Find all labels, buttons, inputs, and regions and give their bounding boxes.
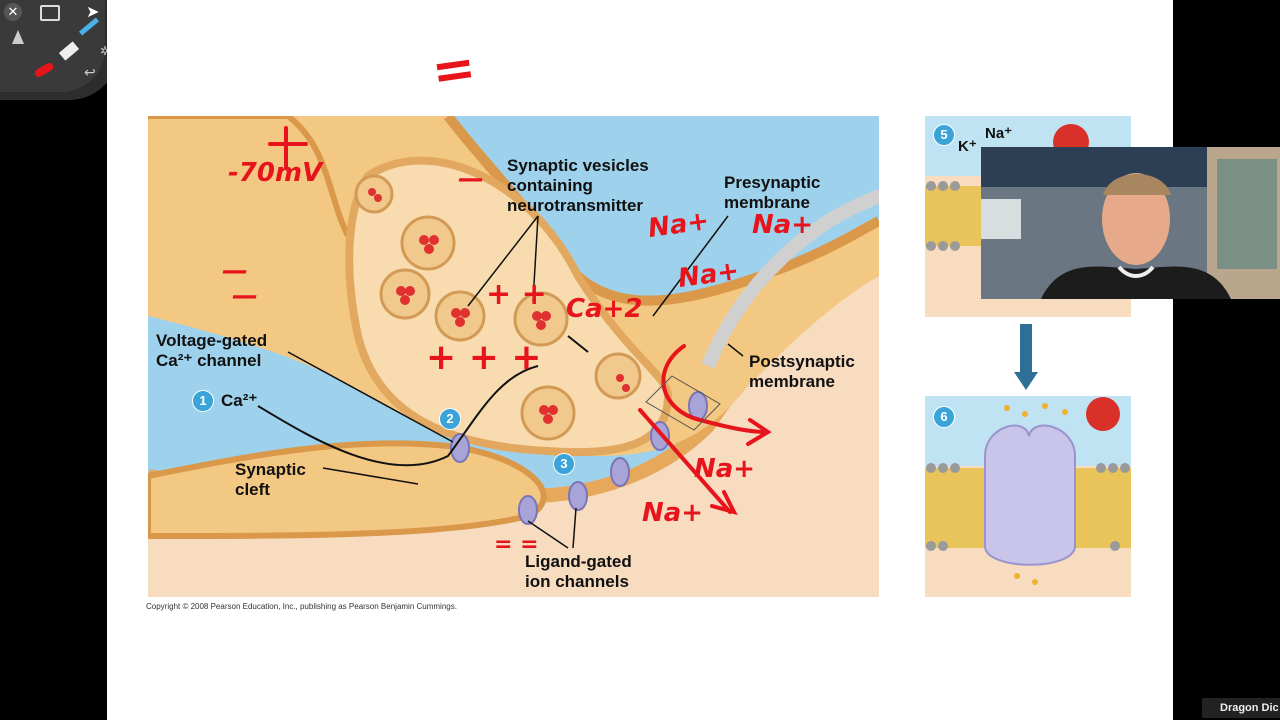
- step-6-badge: 6: [933, 406, 955, 428]
- annotation-na-2: Na+: [752, 210, 814, 240]
- share-icon[interactable]: [40, 5, 60, 21]
- annotation-toolbar[interactable]: ✕ ➤ ↩ ✲: [0, 0, 118, 101]
- down-arrow-icon: [1020, 324, 1032, 374]
- annotation-na-5: Na+: [642, 498, 704, 528]
- ion-channel-panel-6: 6: [925, 396, 1131, 597]
- annotation-dash-2: —: [222, 256, 248, 286]
- label-ligand-gated-channels: Ligand-gated ion channels: [525, 552, 632, 591]
- annotation-dash-1: —: [458, 164, 484, 194]
- synapse-diagram: [148, 116, 879, 597]
- step-5-badge: 5: [933, 124, 955, 146]
- dragon-dictation-tab[interactable]: Dragon Dic: [1202, 698, 1280, 718]
- label-ca-ion: Ca²⁺: [221, 391, 258, 410]
- copyright-text: Copyright © 2008 Pearson Education, Inc.…: [146, 602, 457, 611]
- label-voltage-gated-channel: Voltage-gated Ca²⁺ channel: [156, 331, 268, 370]
- label-synaptic-vesicles: Synaptic vesicles containing neurotransm…: [507, 156, 649, 215]
- undo-icon[interactable]: ↩: [84, 64, 96, 80]
- annotation-dash-3: —: [232, 281, 258, 311]
- annotation-plus-1: + +: [486, 277, 547, 312]
- step-1-badge: 1: [192, 390, 214, 412]
- label-presynaptic-membrane: Presynaptic membrane: [724, 173, 821, 212]
- annotation-voltage: -70mV: [228, 158, 323, 188]
- presenter-webcam: [981, 147, 1280, 299]
- annotation-plus-2: + + +: [426, 337, 542, 378]
- close-icon[interactable]: ✕: [4, 3, 22, 21]
- settings-icon[interactable]: ✲: [100, 44, 111, 58]
- potassium-ion-label: K⁺: [958, 138, 977, 155]
- annotation-bottom-marks: = =: [494, 532, 539, 557]
- pointer-icon[interactable]: ➤: [86, 4, 100, 21]
- step-3-badge: 3: [553, 453, 575, 475]
- down-arrow-head-icon: [1014, 372, 1038, 390]
- label-synaptic-cleft: Synaptic cleft: [235, 460, 306, 499]
- annotation-ca: Ca+2: [566, 294, 643, 324]
- label-postsynaptic-membrane: Postsynaptic membrane: [749, 352, 855, 391]
- step-2-badge: 2: [439, 408, 461, 430]
- annotation-na-4: Na+: [694, 454, 756, 484]
- sodium-ion-label: Na⁺: [985, 125, 1013, 142]
- triangle-icon[interactable]: [12, 30, 24, 44]
